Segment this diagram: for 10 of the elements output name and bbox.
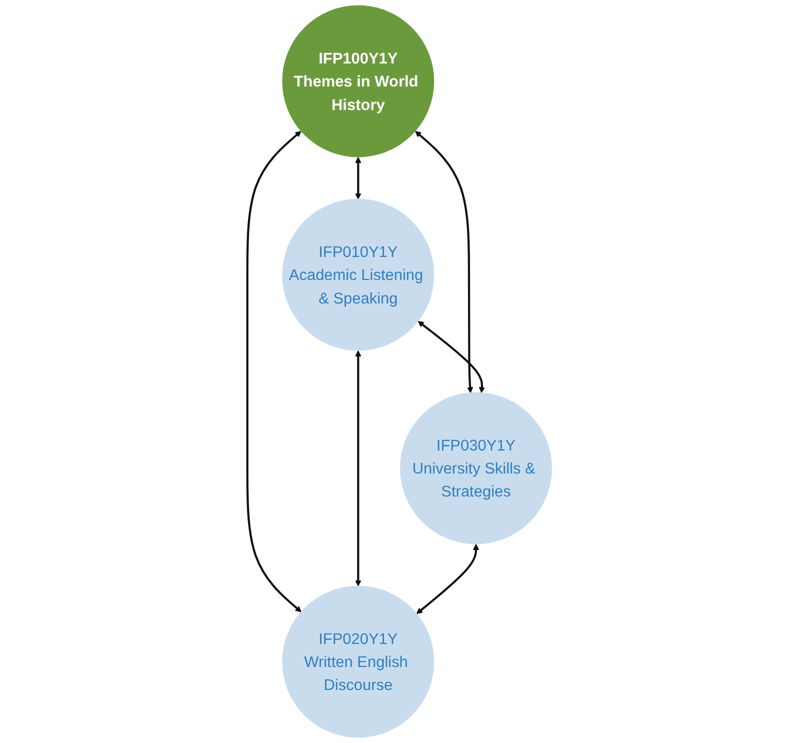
node-circle: IFP100Y1Y Themes in World History (282, 5, 434, 158)
arrow (416, 544, 480, 614)
arrow (355, 350, 362, 586)
arrow (246, 130, 302, 612)
arrow (355, 156, 362, 200)
node-circle: IFP020Y1Y Written English Discourse (282, 586, 434, 738)
arrow (418, 320, 485, 394)
arrow (415, 130, 474, 394)
node-circle: IFP030Y1Y University Skills & Strategies (400, 392, 552, 544)
node-circle: IFP010Y1Y Academic Listening & Speaking (282, 198, 434, 351)
